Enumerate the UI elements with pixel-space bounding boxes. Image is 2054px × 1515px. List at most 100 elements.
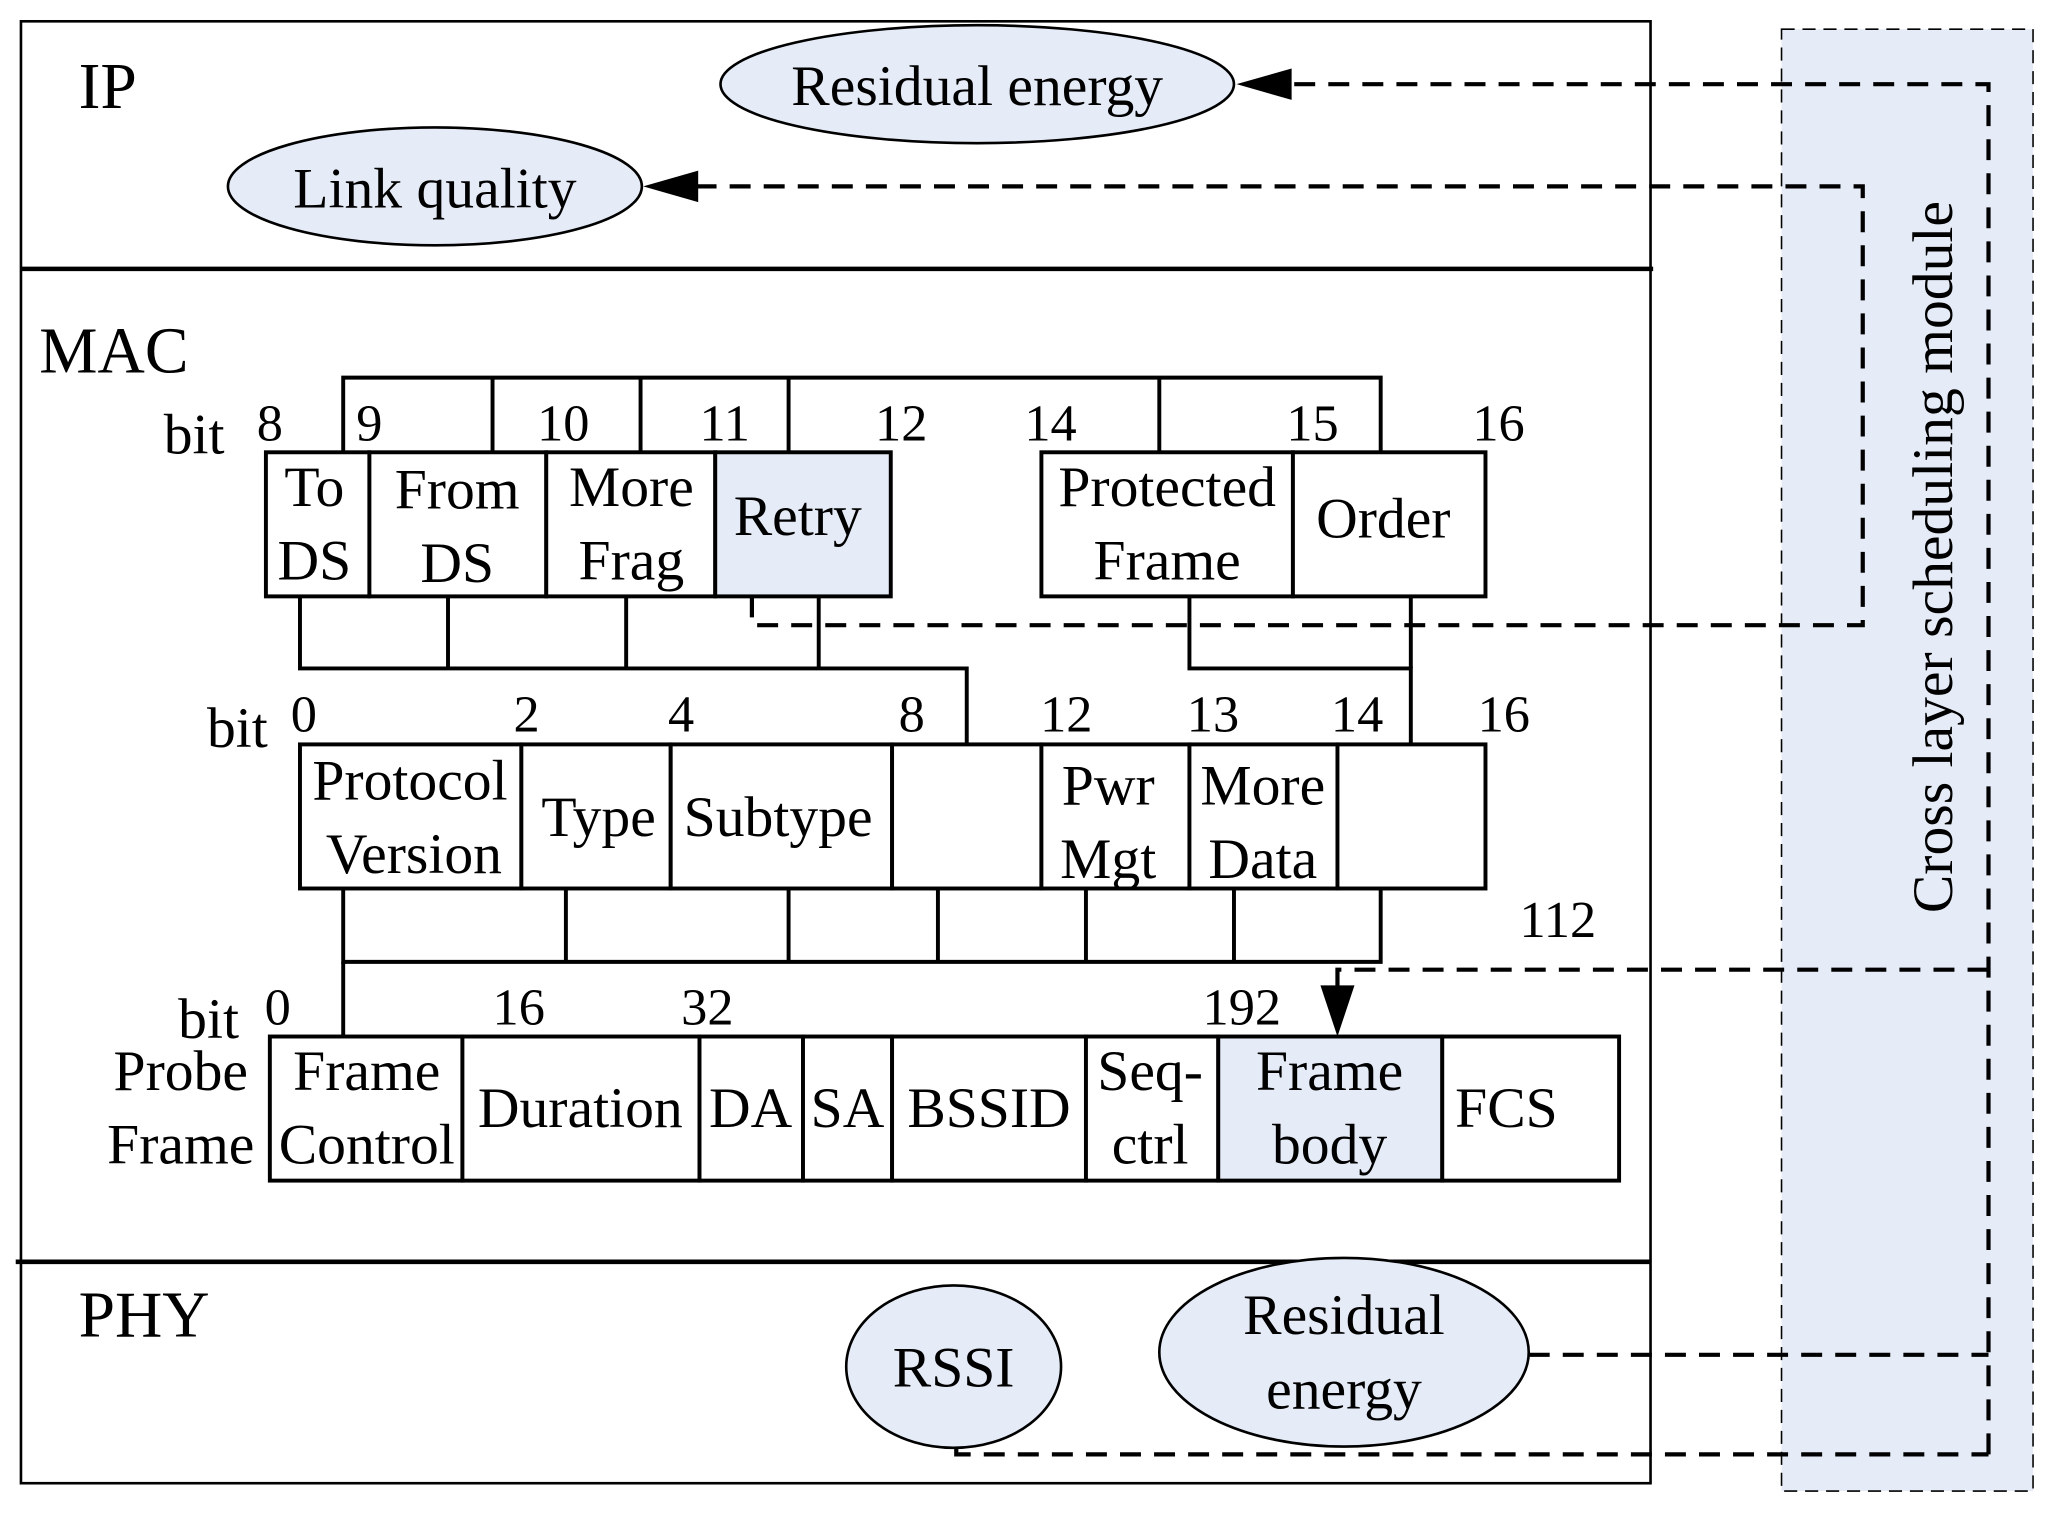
bit-tick: 8 [257, 394, 283, 452]
cross-layer-module-label: Cross layer scheduling module [1902, 201, 1965, 913]
field-retry [713, 450, 893, 599]
field-frame-control [267, 1034, 465, 1183]
field-label: Seq- [1097, 1040, 1203, 1103]
field-pwr-mgt [1039, 742, 1192, 891]
field-da [697, 1034, 805, 1183]
field-bssid [890, 1034, 1088, 1183]
bit-tick: 10 [537, 394, 589, 452]
field-label: Control [279, 1114, 455, 1177]
phy-layer-label: PHY [79, 1279, 210, 1351]
field-label: More [1200, 755, 1325, 818]
flags-to-fc-connector-left [298, 596, 969, 745]
field-label: Type [541, 786, 655, 849]
field-order [1290, 450, 1488, 599]
mac-layer-label: MAC [39, 315, 188, 387]
flags-top-bracket [341, 375, 1383, 453]
field-label: DS [420, 532, 494, 595]
ip-residual-energy-node: Residual energy [719, 23, 1236, 145]
field-seq-ctrl [1083, 1034, 1221, 1183]
field-more-frag [544, 450, 718, 599]
bit-tick: 32 [681, 979, 733, 1037]
field-label: From [395, 459, 520, 522]
field-label: Protocol [312, 749, 507, 812]
ip-layer-label: IP [79, 51, 137, 123]
probe-frame-label-1: Probe [114, 1040, 248, 1103]
field-label: Mgt [1060, 828, 1156, 891]
arrow-down-icon [1320, 985, 1355, 1037]
bit-tick: 0 [265, 979, 291, 1037]
probe-bit-label: bit [178, 988, 239, 1051]
flags-row: bit 8 9 10 11 12 14 15 16 To DS From DS … [164, 375, 1525, 745]
field-label: ctrl [1112, 1114, 1189, 1177]
bit-tick: 4 [668, 685, 694, 743]
field-from-ds [367, 450, 549, 599]
phy-residual-energy-label-1: Residual [1243, 1284, 1445, 1347]
field-label: BSSID [907, 1077, 1070, 1140]
field-label: Frag [579, 529, 685, 592]
bit-tick: 9 [356, 394, 382, 452]
probe-frame-row: bit Probe Frame 0 16 32 192 Frame Contro… [107, 979, 1622, 1183]
field-label: To [284, 456, 344, 519]
bit-tick: 14 [1024, 394, 1076, 452]
ip-link-quality-node: Link quality [226, 126, 644, 247]
cross-layer-module-box [1780, 28, 2034, 1492]
field-fcs [1440, 1034, 1622, 1183]
link-module-to-ip-residual-energy [1290, 82, 1991, 1455]
phy-residual-energy-node: Residual energy [1157, 1256, 1531, 1448]
field-label: Data [1208, 828, 1317, 891]
bit-tick: 15 [1286, 394, 1338, 452]
field-label: Subtype [684, 786, 873, 849]
field-reserved-end [1335, 742, 1488, 891]
bit-tick: 12 [1040, 685, 1092, 743]
field-label: More [569, 456, 694, 519]
bit-tick: 0 [291, 685, 317, 743]
field-reserved-flags [890, 742, 1044, 891]
field-label: Frame [1094, 529, 1241, 592]
arrow-head-icon [1236, 68, 1292, 100]
field-label: Frame [1256, 1040, 1403, 1103]
field-label: Protected [1058, 456, 1276, 519]
field-duration [460, 1034, 702, 1183]
fc-bit-label: bit [207, 697, 268, 760]
field-more-data [1187, 742, 1340, 891]
field-label: Order [1316, 487, 1450, 550]
field-protected-frame [1039, 450, 1295, 599]
phy-rssi-label: RSSI [893, 1336, 1015, 1399]
field-label: DA [709, 1077, 793, 1140]
ip-residual-energy-label: Residual energy [791, 55, 1163, 118]
field-to-ds [263, 450, 372, 599]
bit-tick: 2 [514, 685, 540, 743]
frame-control-row: bit 0 2 4 8 12 13 14 16 Protocol Version… [207, 685, 1597, 1037]
field-label: SA [811, 1077, 885, 1140]
bit-tick: 8 [899, 685, 925, 743]
bit-tick: 12 [875, 394, 927, 452]
link-rssi-to-module [954, 1447, 1989, 1457]
phy-rssi-node: RSSI [844, 1284, 1063, 1450]
field-label: Duration [478, 1077, 683, 1140]
bit-tick: 16 [1472, 394, 1524, 452]
field-label: Frame [293, 1040, 440, 1103]
ip-link-quality-label: Link quality [293, 157, 576, 220]
bit-tick: 192 [1203, 979, 1282, 1037]
field-label: body [1272, 1114, 1387, 1177]
field-label: FCS [1455, 1077, 1558, 1140]
bit-tick: 16 [493, 979, 545, 1037]
protocol-stack-frame [19, 19, 1652, 1485]
field-label: DS [278, 529, 352, 592]
flags-to-fc-connector-right [1187, 596, 1413, 745]
link-retry-to-link-quality [696, 184, 1865, 628]
flags-bit-label: bit [164, 404, 225, 467]
field-subtype [668, 742, 895, 891]
field-type [519, 742, 673, 891]
field-label: Retry [734, 485, 862, 548]
fc-to-probe-connector [341, 888, 1383, 964]
arrow-head-icon [643, 170, 699, 203]
bit-tick: 16 [1478, 685, 1530, 743]
bit-tick-112: 112 [1520, 891, 1597, 949]
bit-tick: 14 [1331, 685, 1383, 743]
phy-residual-energy-label-2: energy [1266, 1359, 1422, 1422]
probe-frame-label-2: Frame [107, 1114, 254, 1177]
field-label: Version [326, 823, 502, 886]
field-frame-body [1216, 1034, 1445, 1183]
